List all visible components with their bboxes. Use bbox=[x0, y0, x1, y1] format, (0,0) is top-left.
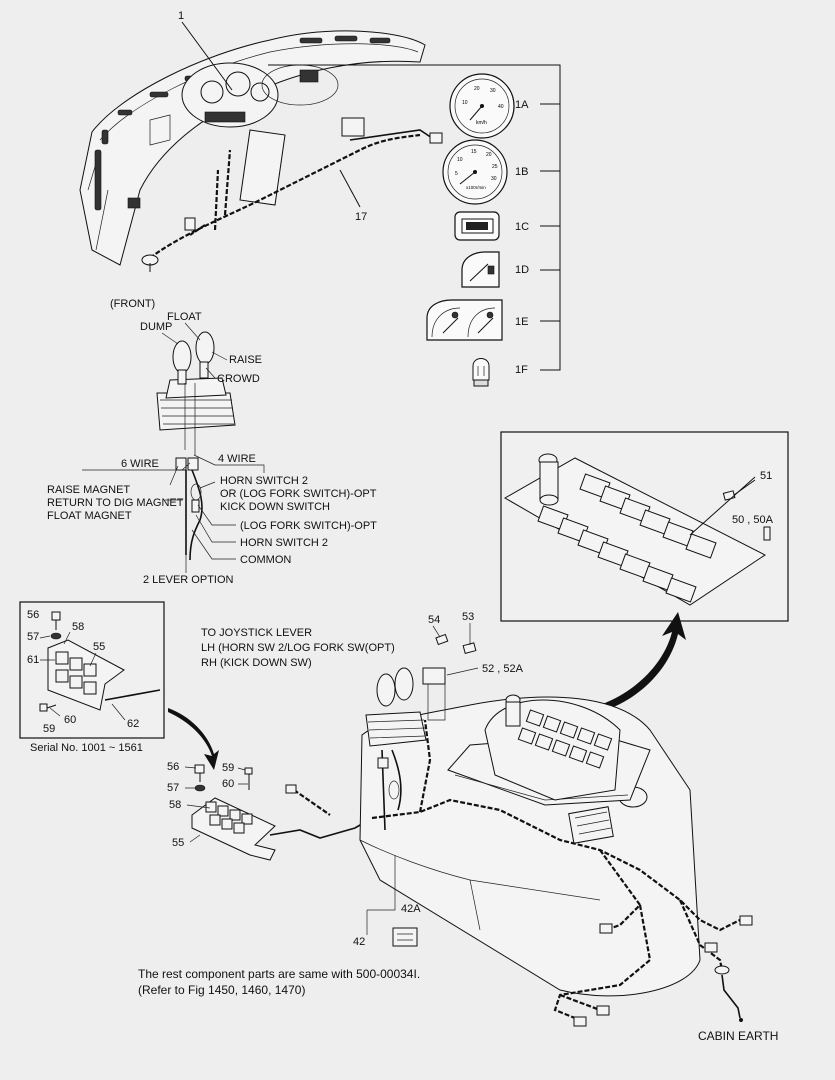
inset-callout-62: 62 bbox=[127, 718, 139, 730]
lower-callout-59: 59 bbox=[222, 762, 234, 774]
lower-relay-block bbox=[191, 764, 373, 861]
inset-caption: Serial No. 1001 ~ 1561 bbox=[30, 742, 143, 754]
console-switch-row bbox=[505, 694, 613, 769]
callout-42a: 42A bbox=[401, 903, 421, 915]
inset-callout-55: 55 bbox=[93, 641, 105, 653]
svg-text:15: 15 bbox=[471, 149, 477, 155]
svg-text:5: 5 bbox=[455, 171, 458, 177]
log-fork-opt-label-2: (LOG FORK SWITCH)-OPT bbox=[240, 520, 377, 532]
lever-raise-label: RAISE bbox=[229, 354, 262, 366]
detail-arrow bbox=[600, 612, 686, 712]
inset-callout-60: 60 bbox=[64, 714, 76, 726]
lever-crowd-label: CROWD bbox=[217, 373, 260, 385]
return-to-dig-magnet-label: RETURN TO DIG MAGNET bbox=[47, 497, 184, 509]
callout-42: 42 bbox=[353, 936, 365, 948]
speed-tick: 30 bbox=[490, 88, 496, 94]
temperature-gauges bbox=[426, 299, 503, 341]
callout-54: 54 bbox=[428, 614, 440, 626]
fuel-gauge bbox=[461, 251, 500, 288]
svg-text:20: 20 bbox=[486, 152, 492, 158]
svg-text:30: 30 bbox=[491, 176, 497, 182]
speed-tick: 10 bbox=[462, 100, 468, 106]
inset-arrow bbox=[168, 708, 219, 770]
callout-1a: 1A bbox=[515, 99, 529, 111]
hour-meter bbox=[454, 211, 500, 241]
callout-51: 51 bbox=[760, 470, 772, 482]
svg-text:25: 25 bbox=[492, 164, 498, 170]
raise-magnet-label: RAISE MAGNET bbox=[47, 484, 130, 496]
rpm-unit: x100r/min bbox=[466, 185, 486, 190]
dashboard-console bbox=[79, 21, 443, 272]
callout-1f: 1F bbox=[515, 364, 528, 376]
log-fork-opt-label: OR (LOG FORK SWITCH)-OPT bbox=[220, 488, 377, 500]
joystick-label-2: LH (HORN SW 2/LOG FORK SW(OPT) bbox=[201, 642, 395, 654]
lever-dump-label: DUMP bbox=[140, 321, 172, 333]
callout-1d: 1D bbox=[515, 264, 529, 276]
lower-callout-60: 60 bbox=[222, 778, 234, 790]
two-lever-option-label: 2 LEVER OPTION bbox=[143, 574, 234, 586]
two-lever-assembly bbox=[156, 331, 236, 561]
main-wire-harness bbox=[371, 719, 753, 1027]
switch-panel-detail bbox=[503, 453, 771, 606]
inset-callout-58: 58 bbox=[72, 621, 84, 633]
bulb-icon bbox=[472, 358, 490, 387]
joystick-label-1: TO JOYSTICK LEVER bbox=[201, 627, 312, 639]
inset-callout-57: 57 bbox=[27, 631, 39, 643]
joystick-label-3: RH (KICK DOWN SW) bbox=[201, 657, 312, 669]
speed-tick: 40 bbox=[498, 104, 504, 110]
inset-callout-56: 56 bbox=[27, 609, 39, 621]
callout-52-52a: 52 , 52A bbox=[482, 663, 524, 675]
horn-switch-2-label-2: HORN SWITCH 2 bbox=[240, 537, 328, 549]
lower-callout-56: 56 bbox=[167, 761, 179, 773]
lower-callout-58: 58 bbox=[169, 799, 181, 811]
four-wire-label: 4 WIRE bbox=[218, 453, 256, 465]
inset-relay-block bbox=[39, 611, 161, 712]
lower-callout-55: 55 bbox=[172, 837, 184, 849]
tachometer-gauge: 5 10 15 20 25 30 x100r/min bbox=[442, 139, 508, 205]
speed-unit: km/h bbox=[476, 120, 487, 126]
lever-front-label: (FRONT) bbox=[110, 298, 155, 310]
joystick-lever bbox=[365, 667, 427, 831]
speed-tick: 20 bbox=[474, 86, 480, 92]
connector-42 bbox=[392, 927, 418, 947]
cabin-earth-label: CABIN EARTH bbox=[698, 1029, 778, 1043]
horn-switch-2-label: HORN SWITCH 2 bbox=[220, 475, 308, 487]
callout-1e: 1E bbox=[515, 316, 528, 328]
kick-down-switch-label: KICK DOWN SWITCH bbox=[220, 501, 330, 513]
gauge-bracket bbox=[268, 64, 561, 371]
callout-53: 53 bbox=[462, 611, 474, 623]
callout-17: 17 bbox=[355, 211, 367, 223]
six-wire-label: 6 WIRE bbox=[121, 458, 159, 470]
svg-text:10: 10 bbox=[457, 157, 463, 163]
float-magnet-label: FLOAT MAGNET bbox=[47, 510, 132, 522]
lever-float-label: FLOAT bbox=[167, 311, 202, 323]
common-label: COMMON bbox=[240, 554, 291, 566]
inset-callout-59: 59 bbox=[43, 723, 55, 735]
lower-callout-57: 57 bbox=[167, 782, 179, 794]
callout-1b: 1B bbox=[515, 166, 528, 178]
speedometer-gauge: 10 20 30 40 km/h bbox=[449, 73, 515, 139]
note-line-2: (Refer to Fig 1450, 1460, 1470) bbox=[138, 983, 305, 997]
callout-1: 1 bbox=[178, 10, 184, 22]
inset-callout-61: 61 bbox=[27, 654, 39, 666]
cab-console bbox=[359, 696, 701, 997]
callout-1c: 1C bbox=[515, 221, 529, 233]
note-line-1: The rest component parts are same with 5… bbox=[138, 967, 420, 981]
console-switch-parts bbox=[422, 633, 477, 721]
callout-50-50a: 50 , 50A bbox=[732, 514, 774, 526]
